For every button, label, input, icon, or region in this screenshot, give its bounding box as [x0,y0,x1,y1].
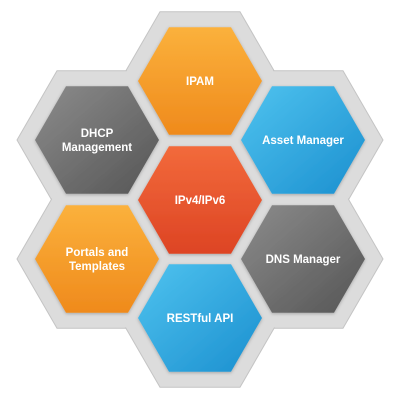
hexagon-tiles [35,27,365,372]
label-asset-manager: Asset Manager [262,135,344,147]
label-restful-api: RESTful API [167,313,234,325]
label-portals-and-templates-line-2: Templates [69,261,125,273]
hexagon-portals-and-templates [35,205,159,313]
label-dhcp-management-line-2: Management [62,142,132,154]
hexagon-dns-manager [241,205,365,313]
label-dns-manager: DNS Manager [266,254,341,266]
hexagon-asset-manager [241,86,365,194]
hexagon-ipam [138,27,262,135]
label-portals-and-templates-line-1: Portals and [66,247,129,259]
label-ipam: IPAM [186,76,214,88]
hexagon-ipv4-ipv6 [138,146,262,254]
label-ipv4-ipv6: IPv4/IPv6 [175,195,226,207]
hexagon-labels: IPAM DHCP Management Asset ManagerIPv4/IPv6… [62,76,345,325]
hexagon-restful-api [138,264,262,372]
hexagon-dhcp-management [35,86,159,194]
label-dhcp-management-line-1: DHCP [81,128,114,140]
